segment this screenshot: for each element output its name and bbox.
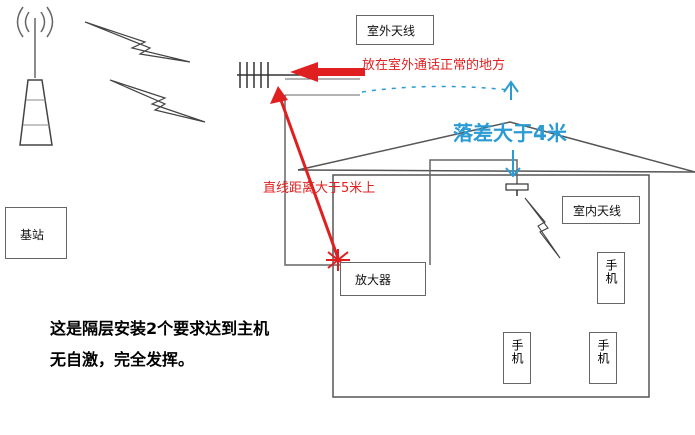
amplifier-label: 放大器	[355, 273, 392, 287]
lightning-signal-icon	[84, 21, 206, 123]
signal-waves-icon	[16, 6, 54, 38]
star-marker	[326, 249, 350, 271]
outdoor-antenna-label: 室外天线	[367, 24, 416, 38]
phone-label: 手机	[604, 259, 618, 285]
indoor-antenna-icon	[505, 183, 529, 196]
yagi-antenna-icon	[237, 62, 300, 88]
base-station-label: 基站	[20, 228, 45, 242]
phone-label: 手机	[596, 339, 610, 365]
phone-box-1: 手机	[597, 252, 625, 304]
amplifier-box: 放大器	[340, 262, 426, 296]
caption-line-2: 无自激，完全发挥。	[50, 350, 195, 369]
height-arrows	[503, 80, 521, 178]
indoor-antenna-label: 室内天线	[573, 204, 622, 218]
phone-box-3: 手机	[589, 332, 617, 384]
height-difference-note: 落差大于4米	[453, 121, 567, 145]
distance-note: 直线距离大于5米上	[263, 181, 376, 196]
outdoor-antenna-box: 室外天线	[356, 15, 434, 45]
tower-icon	[19, 18, 53, 146]
phone-box-2: 手机	[503, 332, 531, 384]
caption-line-1: 这是隔层安装2个要求达到主机	[50, 319, 270, 338]
placement-arrow	[290, 62, 365, 82]
outdoor-placement-note: 放在室外通话正常的地方	[362, 58, 506, 73]
indoor-antenna-box: 室内天线	[562, 196, 640, 224]
base-station-box: 基站	[5, 207, 67, 259]
distance-arrow	[276, 91, 340, 259]
phone-label: 手机	[510, 339, 524, 365]
